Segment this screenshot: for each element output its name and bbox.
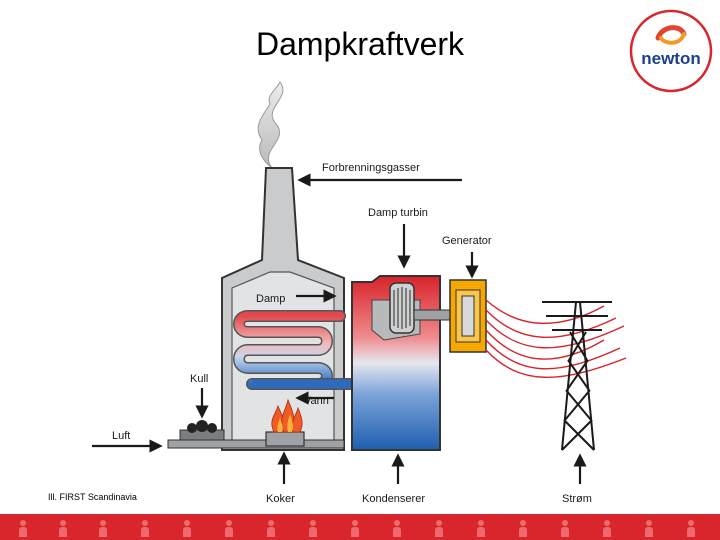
- logo-text: newton: [641, 49, 701, 68]
- figure-icon: [18, 520, 28, 537]
- label-turbine: Damp turbin: [368, 207, 428, 219]
- figure-icon: [602, 520, 612, 537]
- generator: [449, 279, 487, 353]
- figure-icon: [58, 520, 68, 537]
- flow-arrows: [92, 173, 587, 484]
- figure-icon: [224, 520, 234, 537]
- power-lines: [485, 299, 627, 378]
- smoke: [257, 81, 284, 169]
- figure-icon: [518, 520, 528, 537]
- figure-icon: [308, 520, 318, 537]
- label-air: Luft: [112, 430, 130, 442]
- figure-icon: [266, 520, 276, 537]
- figure-icon: [392, 520, 402, 537]
- power-pylon: [542, 301, 612, 451]
- figure-icon: [182, 520, 192, 537]
- label-generator: Generator: [442, 235, 492, 247]
- footer-banner: [0, 514, 720, 540]
- label-power: Strøm: [562, 493, 592, 505]
- burner: [265, 398, 305, 447]
- label-steam: Damp: [256, 293, 285, 305]
- turbine-rotor: [389, 282, 415, 334]
- logo-swirl-icon: [655, 25, 687, 45]
- figure-icon: [140, 520, 150, 537]
- figure-icon: [98, 520, 108, 537]
- figure-icon: [644, 520, 654, 537]
- illustration-credit: Ill. FIRST Scandinavia: [48, 492, 137, 502]
- label-boiler: Koker: [266, 493, 295, 505]
- slide-title: Dampkraftverk: [255, 26, 465, 62]
- coal-grate: [167, 420, 345, 449]
- label-exhaust: Forbrenningsgasser: [322, 162, 420, 174]
- figure-icon: [476, 520, 486, 537]
- newton-logo: newton: [629, 9, 713, 93]
- figure-icon: [686, 520, 696, 537]
- label-coal: Kull: [190, 373, 208, 385]
- figure-icon: [560, 520, 570, 537]
- turbine-shaft: [413, 309, 455, 321]
- label-condenser: Kondenserer: [362, 493, 425, 505]
- label-water: Vann: [304, 395, 329, 407]
- figure-icon: [350, 520, 360, 537]
- figure-icon: [434, 520, 444, 537]
